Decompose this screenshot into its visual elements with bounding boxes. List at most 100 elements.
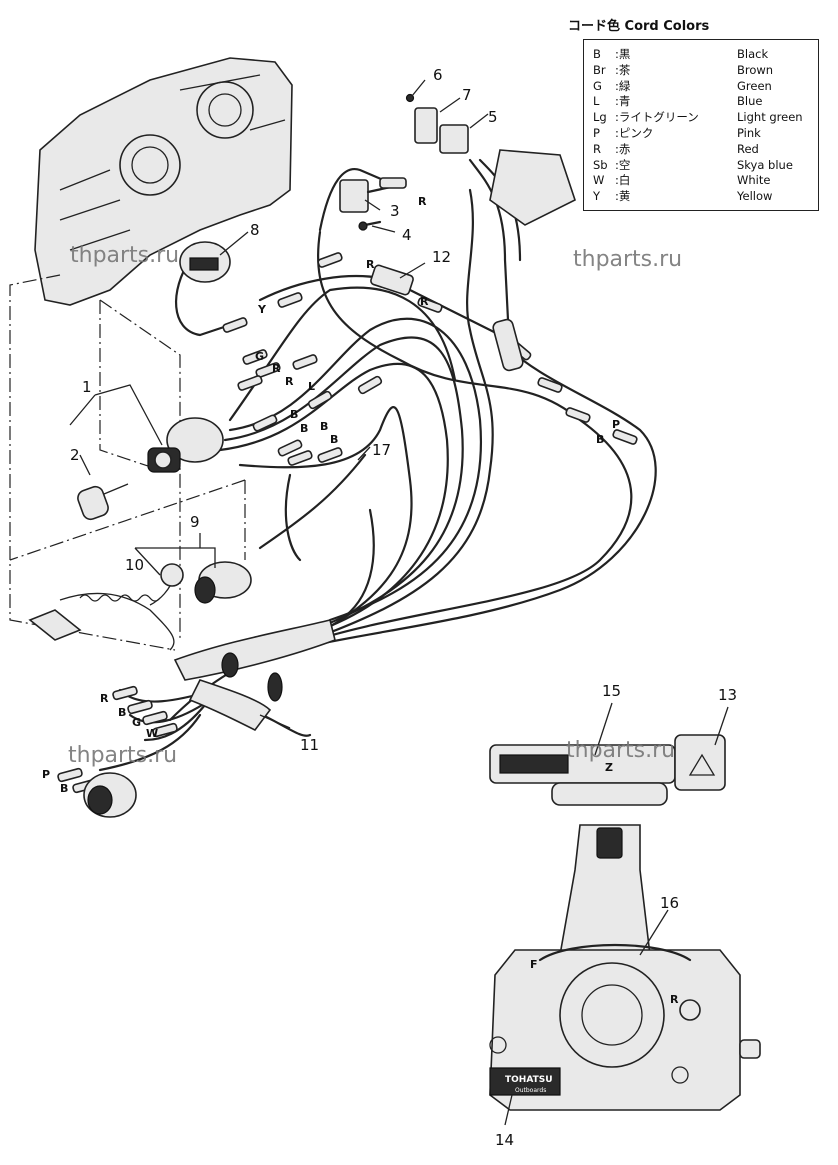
- bullet-connector: [222, 317, 248, 333]
- bullet-connector: [317, 252, 343, 268]
- legend-english: Red: [737, 141, 759, 156]
- callout-8: 8: [250, 221, 260, 239]
- wire-label-p: P: [42, 768, 50, 781]
- legend-code: P: [593, 125, 600, 140]
- stop-lanyard: [28, 563, 184, 651]
- wire-label-y: Y: [257, 303, 267, 316]
- ignition-switch: [147, 417, 224, 473]
- legend-japanese: :赤: [615, 141, 631, 156]
- callout-2: 2: [70, 446, 80, 464]
- wire-label-b: B: [118, 706, 126, 719]
- bullet-connector: [287, 450, 313, 466]
- legend-code: R: [593, 141, 601, 156]
- legend-english: Light green: [737, 110, 803, 125]
- bullet-connector: [277, 439, 303, 457]
- legend-japanese: :青: [615, 94, 631, 109]
- watermark-text: thparts.ru: [566, 738, 675, 763]
- trim-switch: [83, 772, 137, 818]
- legend-japanese: :黒: [615, 47, 631, 61]
- bullet-connector: [612, 429, 638, 445]
- legend-english: Yellow: [737, 189, 773, 204]
- legend-english: Pink: [737, 125, 761, 140]
- wire-labels: R R R Y G R R L B B B B P B R B G W P B: [42, 195, 620, 795]
- bullet-connector: [292, 354, 318, 370]
- legend-japanese: :白: [615, 173, 631, 188]
- legend-japanese: :空: [615, 157, 631, 172]
- ignition-key: [77, 483, 129, 521]
- legend-japanese: :ライトグリーン: [615, 110, 699, 125]
- bullet-connector: [237, 375, 263, 391]
- forward-mark: F: [530, 958, 538, 971]
- wire-label-r: R: [285, 375, 294, 388]
- callout-13: 13: [718, 686, 737, 704]
- fuse-holder: [370, 264, 414, 296]
- handle-neutral-mark: Z: [605, 761, 613, 774]
- bullet-connector: [357, 375, 383, 395]
- legend-row: W :白 White: [593, 173, 810, 189]
- callout-6: 6: [433, 66, 443, 84]
- bullet-connector: [277, 292, 303, 308]
- callout-11: 11: [300, 736, 319, 754]
- legend-english: Skya blue: [737, 157, 793, 172]
- legend-english: White: [737, 173, 771, 188]
- wire-label-r: R: [366, 258, 375, 271]
- wire-label-b: B: [60, 782, 68, 795]
- remote-control-box: [34, 57, 293, 306]
- bullet-connectors: [57, 252, 638, 794]
- legend-english: Black: [737, 47, 769, 61]
- legend-row: G :緑 Green: [593, 79, 810, 95]
- legend-row: Sb :空 Skya blue: [593, 158, 810, 174]
- legend-japanese: :茶: [615, 62, 631, 77]
- legend-code: B: [593, 47, 601, 61]
- callout-17: 17: [372, 441, 391, 459]
- wire-label-b: B: [330, 433, 338, 446]
- wire-label-p: P: [612, 418, 620, 431]
- relay: [339, 177, 407, 213]
- legend-japanese: :ピンク: [615, 125, 654, 140]
- bullet-connector: [127, 699, 153, 715]
- assembly-lines: [9, 274, 246, 651]
- legend-row: Lg :ライトグリーン Light green: [593, 110, 810, 126]
- legend-row: P :ピンク Pink: [593, 126, 810, 142]
- bullet-connector: [57, 767, 83, 783]
- wire-label-r: R: [418, 195, 427, 208]
- watermark-text: thparts.ru: [70, 243, 179, 268]
- wire-label-b: B: [320, 420, 328, 433]
- legend-code: Sb: [593, 157, 608, 172]
- legend-row: B :黒 Black: [593, 47, 810, 63]
- wire-label-g: G: [132, 716, 141, 729]
- bullet-connector: [242, 349, 268, 365]
- legend-code: W: [593, 173, 605, 188]
- bullet-connector: [417, 297, 443, 313]
- callout-7: 7: [462, 86, 472, 104]
- bullet-connector: [252, 414, 278, 432]
- legend-code: Y: [593, 189, 601, 204]
- callout-15: 15: [602, 682, 621, 700]
- wire-label-b: B: [596, 433, 604, 446]
- legend-japanese: :緑: [615, 78, 631, 93]
- callout-14: 14: [495, 1131, 514, 1149]
- lever-handle: Z: [489, 734, 726, 806]
- legend-row: R :赤 Red: [593, 142, 810, 158]
- legend-english: Blue: [737, 94, 763, 109]
- trim-switch-cable: [468, 149, 576, 372]
- stop-switch: [194, 561, 252, 604]
- callout-12: 12: [432, 248, 451, 266]
- wire-label-b: B: [300, 422, 308, 435]
- watermarks: thparts.ru thparts.ru thparts.ru thparts…: [68, 243, 682, 768]
- bullet-connector: [537, 377, 563, 393]
- wire-label-b: B: [290, 408, 298, 421]
- legend-code: G: [593, 78, 602, 93]
- watermark-text: thparts.ru: [68, 743, 177, 768]
- legend-english: Green: [737, 78, 772, 93]
- mounting-screw: [358, 220, 382, 231]
- wire-label-r: R: [272, 362, 281, 375]
- callout-1: 1: [82, 378, 92, 396]
- legend-english: Brown: [737, 62, 774, 77]
- callout-9: 9: [190, 513, 200, 531]
- legend-code: Lg: [593, 110, 607, 125]
- control-box-body: F R TOHATSU Outboards: [489, 824, 761, 1111]
- callout-10: 10: [125, 556, 144, 574]
